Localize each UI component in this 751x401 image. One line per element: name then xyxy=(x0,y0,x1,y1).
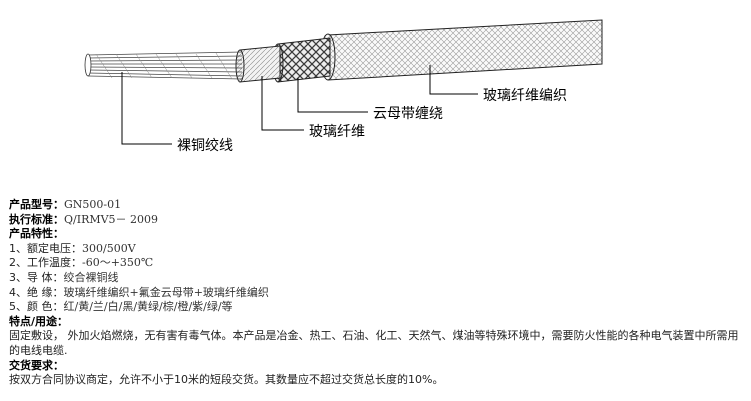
standard-row: 执行标准：Q/IRMV5－ 2009 xyxy=(9,213,745,228)
label-mica-tape: 云母带缠绕 xyxy=(373,105,443,122)
label-bare-copper: 裸铜绞线 xyxy=(177,137,233,154)
prop-value: 红/黄/兰/白/黑/黄绿/棕/橙/紫/绿/等 xyxy=(63,300,233,314)
prop-row: 4、绝 缘：玻璃纤维编织+氟金云母带+玻璃纤维编织 xyxy=(9,286,745,301)
label-glass-braid: 玻璃纤维编织 xyxy=(483,87,567,104)
use-text: 固定敷设， 外加火焰燃烧，无有害有毒气体。本产品是冶金、热工、石油、化工、天然气… xyxy=(9,329,739,357)
prop-value: -60～+350℃ xyxy=(82,256,154,270)
prop-key: 2、工作温度： xyxy=(9,256,82,270)
standard-label: 执行标准： xyxy=(9,212,64,226)
prop-row: 1、额定电压：300/500V xyxy=(9,242,745,257)
prop-value: 300/500V xyxy=(82,241,136,255)
model-value: GN500-01 xyxy=(64,198,122,211)
label-glass-fiber: 玻璃纤维 xyxy=(309,123,365,140)
delivery-heading-row: 交货要求： xyxy=(9,359,745,374)
product-spec: 产品型号：GN500-01 执行标准：Q/IRMV5－ 2009 产品特性： 1… xyxy=(9,198,745,388)
model-label: 产品型号： xyxy=(9,198,64,211)
prop-value: 玻璃纤维编织+氟金云母带+玻璃纤维编织 xyxy=(63,285,269,299)
prop-key: 4、绝 缘： xyxy=(9,285,64,299)
mica-tape-layer xyxy=(272,37,331,83)
standard-value: Q/IRMV5－ 2009 xyxy=(64,212,159,226)
prop-key: 1、额定电压： xyxy=(9,241,82,255)
use-heading-row: 特点/用途： xyxy=(9,315,745,330)
bare-copper-strands xyxy=(84,51,243,80)
cable-structure-diagram: 裸铜绞线 玻璃纤维 云母带缠绕 玻璃纤维编织 xyxy=(84,19,603,154)
prop-key: 5、颜 色： xyxy=(9,300,64,314)
leader-lines xyxy=(121,65,478,145)
use-heading: 特点/用途： xyxy=(9,314,69,328)
prop-row: 3、导 体：绞合裸铜线 xyxy=(9,271,745,286)
model-row: 产品型号：GN500-01 xyxy=(9,198,745,213)
prop-row: 2、工作温度：-60～+350℃ xyxy=(9,256,745,271)
delivery-heading: 交货要求： xyxy=(9,358,64,372)
outer-braid-layer xyxy=(320,19,603,81)
prop-value: 绞合裸铜线 xyxy=(63,270,119,284)
prop-row: 5、颜 色：红/黄/兰/白/黑/黄绿/棕/橙/紫/绿/等 xyxy=(9,300,745,315)
glass-fiber-layer xyxy=(235,45,281,83)
props-heading-row: 产品特性： xyxy=(9,227,745,242)
prop-key: 3、导 体： xyxy=(9,270,64,284)
delivery-text: 按双方合同协议商定，允许不小于10米的短段交货。其数量应不超过交货总长度的10%… xyxy=(9,373,444,387)
props-heading: 产品特性： xyxy=(9,227,64,241)
